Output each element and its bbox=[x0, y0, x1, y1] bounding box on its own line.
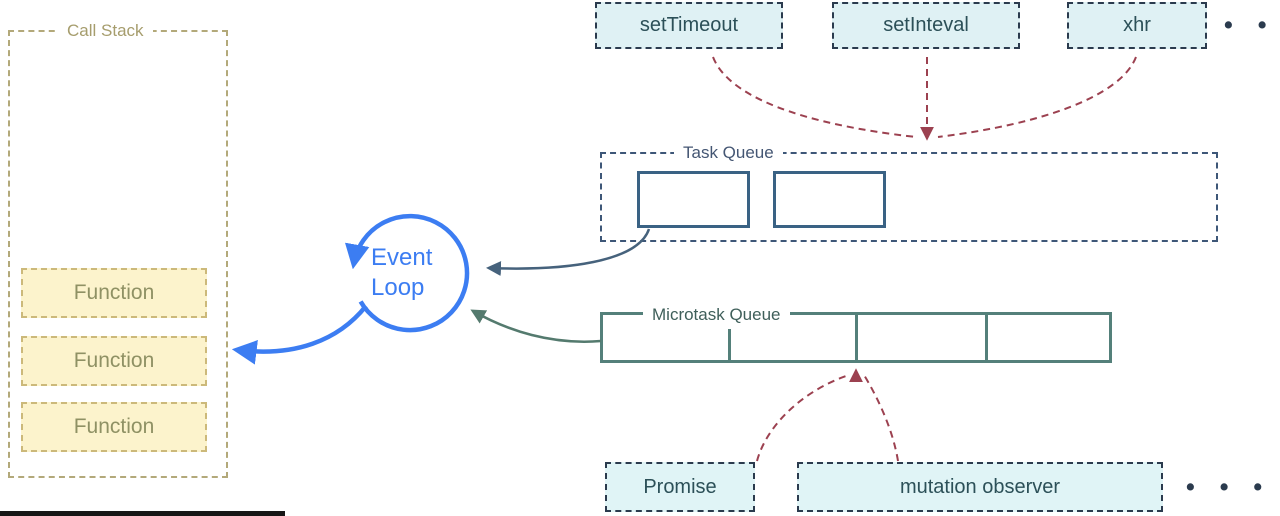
ellipsis-top: • • • bbox=[1224, 11, 1280, 39]
api-box-label: setInteval bbox=[883, 14, 969, 36]
task-queue-panel: Task Queue bbox=[600, 141, 1218, 242]
stack-frame-label: Function bbox=[73, 349, 155, 372]
stack-frame-1: Function bbox=[21, 268, 207, 318]
stack-frame-label: Function bbox=[73, 281, 155, 304]
microtask-divider-2 bbox=[985, 315, 988, 360]
arrow-microtask-to-eventloop bbox=[470, 309, 602, 343]
call-stack-panel: Call Stack Function Function Function bbox=[8, 19, 228, 478]
api-box-setinteval: setInteval bbox=[832, 2, 1020, 49]
api-box-label: setTimeout bbox=[639, 14, 739, 36]
task-queue-label: Task Queue bbox=[674, 141, 783, 165]
api-box-settimeout: setTimeout bbox=[595, 2, 783, 49]
mutation-observer-box: mutation observer bbox=[797, 462, 1163, 512]
promise-box: Promise bbox=[605, 462, 755, 512]
microtask-queue-panel: Microtask Queue bbox=[600, 303, 1112, 363]
api-box-label: xhr bbox=[1123, 14, 1151, 36]
mutation-observer-box-label: mutation observer bbox=[899, 475, 1061, 498]
video-progress-bar bbox=[0, 511, 285, 516]
api-box-xhr: xhr bbox=[1067, 2, 1207, 49]
stack-frame-3: Function bbox=[21, 402, 207, 452]
microtask-queue-label: Microtask Queue bbox=[643, 303, 790, 327]
task-slot-2 bbox=[773, 171, 886, 228]
task-slot-1 bbox=[637, 171, 750, 228]
call-stack-label: Call Stack bbox=[58, 19, 153, 43]
arrow-xhr-to-taskqueue bbox=[937, 56, 1137, 138]
arrow-eventloop-to-callstack bbox=[231, 304, 368, 365]
event-loop-label-line2: Loop bbox=[371, 274, 425, 301]
promise-box-label: Promise bbox=[643, 475, 717, 498]
stack-frame-label: Function bbox=[73, 415, 155, 438]
arrow-mutation-to-microtask bbox=[863, 374, 899, 462]
event-loop-label: Event Loop bbox=[371, 243, 432, 303]
ellipsis-bottom: • • • bbox=[1186, 473, 1272, 501]
arrow-settimeout-to-taskqueue bbox=[712, 56, 917, 138]
stack-frame-2: Function bbox=[21, 336, 207, 386]
microtask-divider-partial bbox=[728, 329, 731, 360]
arrow-promise-to-microtask bbox=[756, 374, 850, 462]
event-loop-label-line1: Event bbox=[371, 244, 433, 271]
microtask-divider-1 bbox=[855, 315, 858, 360]
